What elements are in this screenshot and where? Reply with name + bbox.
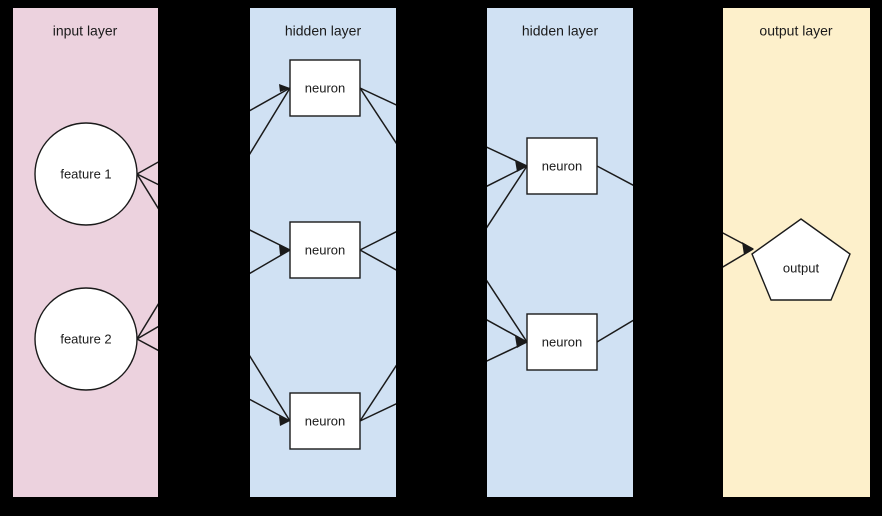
arrowhead-h1n3 <box>279 416 290 426</box>
hidden1-neuron-2-box[interactable] <box>289 221 361 279</box>
hidden2-neuron-1-label: neuron <box>542 158 582 173</box>
hidden1-neuron-2-label: neuron <box>305 242 345 257</box>
edge-feature1-to-h1n1-b <box>250 87 291 112</box>
edge-h1n2-to-h2n1-b <box>487 165 528 187</box>
edge-feature1-to-h1n2-b <box>250 229 291 251</box>
hidden1-neuron-1-label: neuron <box>305 80 345 95</box>
edge-feature2-to-h1n3-b <box>250 398 291 422</box>
output-label: output <box>783 260 820 275</box>
hidden2-neuron-2-box[interactable] <box>526 313 598 371</box>
arrowhead-h2n1 <box>515 160 527 172</box>
layer-label-input: input layer <box>53 23 118 39</box>
band-input-layer[interactable] <box>13 8 158 497</box>
feature-1-circle[interactable] <box>34 122 138 226</box>
hidden2-neuron-2-label: neuron <box>542 334 582 349</box>
edge-h1n3-to-h2n1-b <box>487 165 528 229</box>
node-hidden1-neuron-2[interactable]: neuron <box>289 221 361 279</box>
edge-feature2-to-h1n2-b <box>250 249 291 275</box>
hidden1-neuron-3-label: neuron <box>305 413 345 428</box>
edges-input-to-hidden1-right <box>250 84 291 426</box>
edge-h1n3-to-h2n2-b <box>487 341 528 362</box>
edge-h2n1-to-output-b <box>723 232 754 250</box>
node-feature-2[interactable]: feature 2 <box>34 287 138 391</box>
edge-feature2-to-h1n1-b <box>250 87 291 156</box>
layer-label-hidden-2: hidden layer <box>522 23 599 39</box>
edge-h2n1-to-output <box>596 165 633 187</box>
edge-h1n2-to-h2n2-b <box>487 319 528 343</box>
edge-h1n2-to-h2n2 <box>359 249 396 271</box>
arrowhead-output <box>742 242 754 255</box>
edge-h1n1-to-h2n1-b <box>487 146 528 167</box>
edge-h1n3-to-h2n1 <box>359 364 396 422</box>
edge-h2n2-to-output-b <box>723 248 754 268</box>
edges-hidden2-to-output-right <box>723 232 754 268</box>
layer-label-output: output layer <box>759 23 832 39</box>
node-hidden2-neuron-1[interactable]: neuron <box>526 137 598 195</box>
edge-h1n1-to-h2n2 <box>359 87 396 145</box>
edges-hidden2-to-output-left <box>596 165 633 343</box>
node-output[interactable]: output <box>751 218 851 301</box>
edge-h1n1-to-h2n2-b <box>487 279 528 343</box>
arrowhead-h2n2 <box>515 336 527 348</box>
edge-h1n2-to-h2n1 <box>359 231 396 251</box>
edges-hidden1-to-hidden2-left <box>359 87 396 422</box>
edge-h2n2-to-output <box>596 319 633 343</box>
layer-bands <box>13 8 870 497</box>
output-pentagon[interactable] <box>751 218 851 301</box>
edge-h1n3-to-h2n2 <box>359 403 396 422</box>
feature-2-circle[interactable] <box>34 287 138 391</box>
band-hidden-layer-2[interactable] <box>487 8 633 497</box>
node-feature-1[interactable]: feature 1 <box>34 122 138 226</box>
hidden1-neuron-3-box[interactable] <box>289 392 361 450</box>
arrowhead-h1n2 <box>279 245 290 255</box>
hidden2-neuron-1-box[interactable] <box>526 137 598 195</box>
layer-label-hidden-1: hidden layer <box>285 23 362 39</box>
arrowhead-h1n1 <box>279 84 290 92</box>
hidden1-neuron-1-box[interactable] <box>289 59 361 117</box>
node-hidden1-neuron-1[interactable]: neuron <box>289 59 361 117</box>
node-hidden2-neuron-2[interactable]: neuron <box>526 313 598 371</box>
node-hidden1-neuron-3[interactable]: neuron <box>289 392 361 450</box>
feature-2-label: feature 2 <box>60 331 111 346</box>
feature-1-label: feature 1 <box>60 166 111 181</box>
edge-h1n1-to-h2n1 <box>359 87 396 106</box>
edge-feature1-to-h1n3-b <box>250 355 291 422</box>
edges-hidden1-to-hidden2-right <box>487 146 528 362</box>
